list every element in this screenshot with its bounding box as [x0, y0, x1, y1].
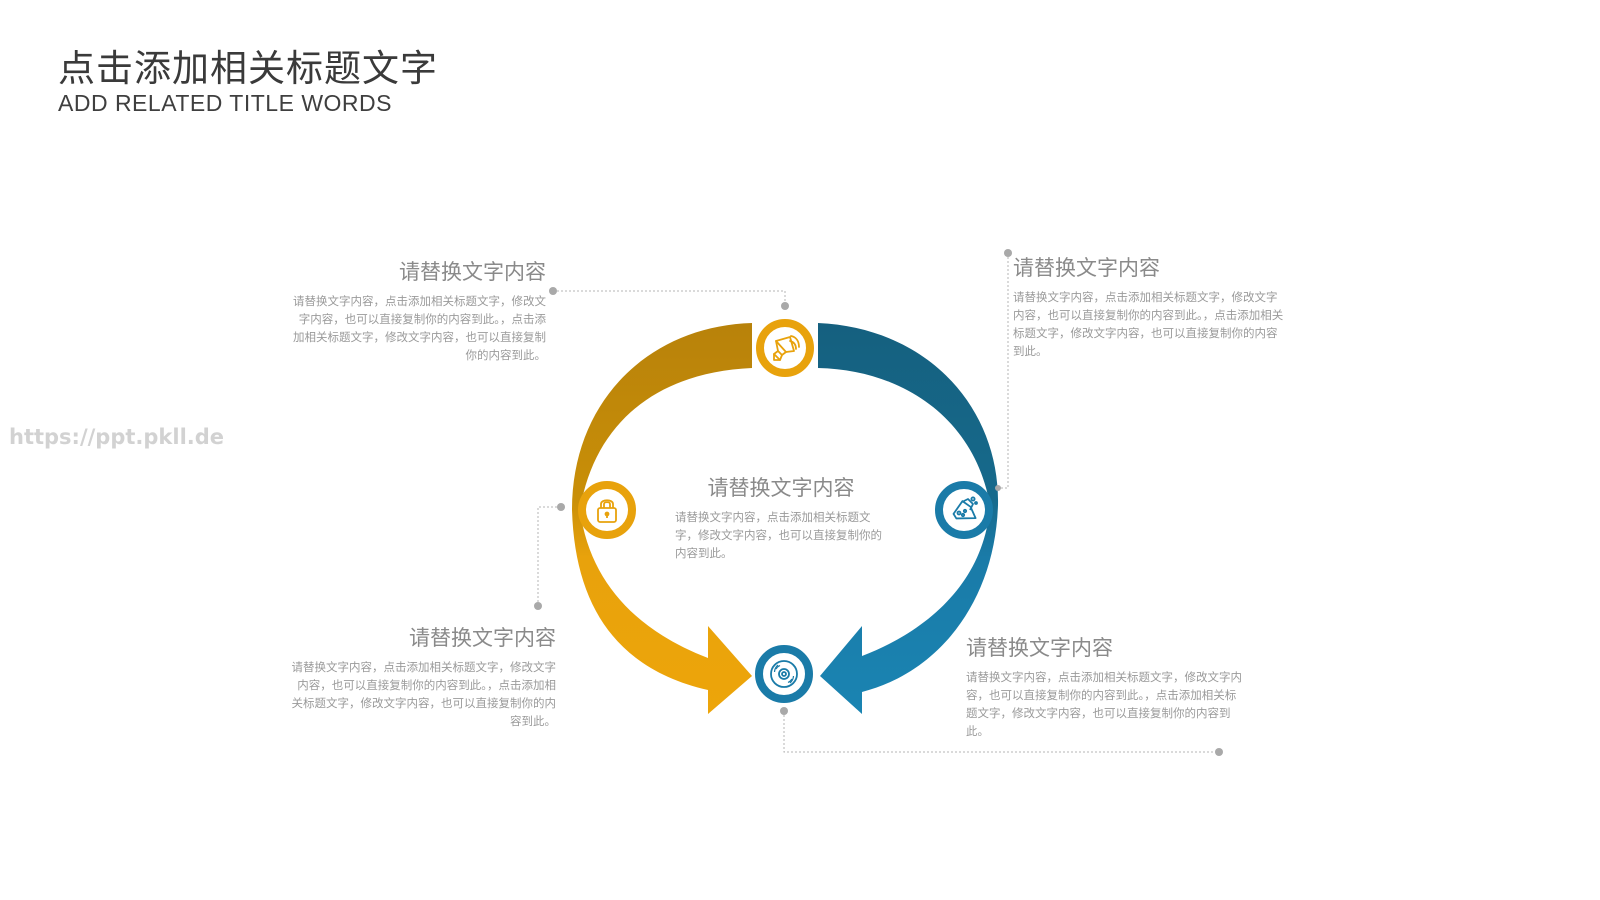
flask-icon	[952, 496, 978, 520]
speaker-icon-badge	[756, 319, 814, 377]
disc-icon-badge	[755, 645, 813, 703]
blue-arrow	[818, 323, 999, 714]
disc-icon	[770, 660, 798, 688]
connector-dot	[780, 707, 788, 715]
connector-bottom	[783, 711, 1219, 753]
flask-icon-badge	[935, 481, 993, 539]
block-heading: 请替换文字内容	[409, 626, 556, 650]
lock-icon-badge	[578, 481, 636, 539]
connector-dot	[534, 602, 542, 610]
text-block-top-left: 请替换文字内容 请替换文字内容，点击添加相关标题文字，修改文字内容，也可以直接复…	[288, 256, 546, 364]
block-body: 请替换文字内容，点击添加相关标题文字，修改文字内容，也可以直接复制你的内容到此。	[675, 510, 882, 560]
gold-arrow	[572, 323, 752, 714]
page-subtitle: ADD RELATED TITLE WORDS	[58, 90, 392, 116]
text-block-bottom-left: 请替换文字内容 请替换文字内容，点击添加相关标题文字，修改文字内容，也可以直接复…	[290, 622, 557, 730]
block-body: 请替换文字内容，点击添加相关标题文字，修改文字内容，也可以直接复制你的内容到此。…	[1013, 290, 1284, 358]
block-heading: 请替换文字内容	[399, 260, 546, 284]
connector-dot	[1215, 748, 1223, 756]
connector-top	[553, 290, 786, 306]
block-body: 请替换文字内容，点击添加相关标题文字，修改文字内容，也可以直接复制你的内容到此。…	[291, 660, 557, 728]
connector-dot	[781, 302, 789, 310]
text-block-center: 请替换文字内容 请替换文字内容，点击添加相关标题文字，修改文字内容，也可以直接复…	[675, 472, 887, 562]
connector-dot	[995, 485, 1001, 491]
block-body: 请替换文字内容，点击添加相关标题文字，修改文字内容，也可以直接复制你的内容到此。…	[293, 294, 546, 362]
lock-icon	[597, 499, 617, 523]
connector-right	[998, 253, 1009, 489]
text-block-bottom-right: 请替换文字内容 请替换文字内容，点击添加相关标题文字，修改文字内容，也可以直接复…	[966, 632, 1242, 740]
connector-dot	[1004, 249, 1012, 257]
connector-left	[537, 506, 561, 606]
page-title: 点击添加相关标题文字	[58, 47, 438, 90]
block-heading: 请替换文字内容	[707, 476, 855, 500]
connector-dot	[557, 503, 565, 511]
watermark: https://ppt.pkll.de	[9, 425, 225, 449]
connector-dot	[549, 287, 557, 295]
text-block-top-right: 请替换文字内容 请替换文字内容，点击添加相关标题文字，修改文字内容，也可以直接复…	[1013, 252, 1287, 360]
block-body: 请替换文字内容，点击添加相关标题文字，修改文字内容，也可以直接复制你的内容到此。…	[966, 670, 1242, 738]
block-heading: 请替换文字内容	[966, 636, 1113, 660]
speaker-icon	[773, 335, 800, 361]
block-heading: 请替换文字内容	[1013, 256, 1160, 280]
